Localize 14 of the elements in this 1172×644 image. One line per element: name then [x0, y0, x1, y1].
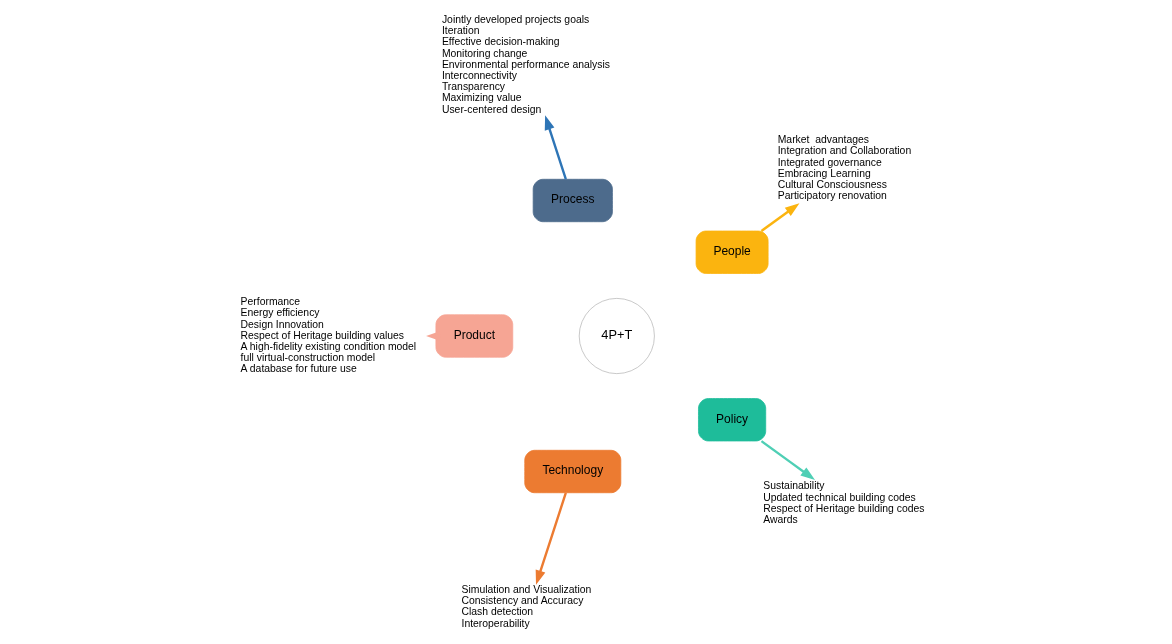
node-text: Simulation and Visualization Consistency and Accuracy Clash detection Interoperability [461, 583, 592, 629]
arrow [544, 115, 567, 180]
node-box: Technology [524, 449, 622, 494]
arrow [760, 203, 800, 232]
node-circle: 4P+T [578, 298, 655, 375]
node-box: Policy [698, 398, 767, 442]
node-text: Sustainability Updated technical building codes Respect of Heritage building codes Awards [763, 480, 925, 526]
arrow [535, 492, 567, 585]
node-box: Process [532, 178, 613, 223]
node-text: Jointly developed projects goals Iteration Effective decision-making Monitoring change Environmental performance analysis Interconnectivity Transparency Maximizing value User-centered design [441, 13, 610, 115]
node-text: Market advantages Integration and Collaboration Integrated governance Embracing Learning Cultural Consciousness Participatory renovation [777, 134, 912, 202]
arrow [760, 440, 815, 480]
node-text: Performance Energy efficiency Design Innovation Respect of Heritage building values A high-fidelity existing condition model full virtual-construction model A database for future use [240, 296, 417, 375]
node-box: People [695, 230, 769, 274]
